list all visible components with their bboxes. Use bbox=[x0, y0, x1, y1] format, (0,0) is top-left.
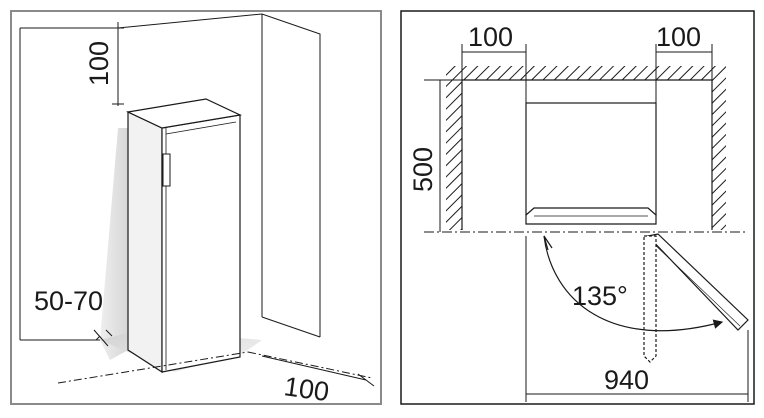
right-clearance-label: 100 bbox=[656, 22, 701, 52]
back-gap-label: 50-70 bbox=[34, 286, 103, 316]
room-corner bbox=[19, 13, 321, 341]
floor-lines bbox=[57, 351, 373, 384]
side-clearance-label: 100 bbox=[282, 371, 331, 407]
door-angle-arc bbox=[543, 235, 724, 332]
depth-dimension bbox=[424, 79, 462, 232]
total-width-label: 940 bbox=[604, 365, 649, 395]
door-angle-arrowhead bbox=[543, 235, 553, 251]
right-panel: 100 100 500 135° bbox=[400, 10, 755, 405]
top-clearance-dimension bbox=[112, 22, 124, 106]
left-panel: 100 50-70 100 bbox=[10, 10, 382, 407]
freezer-top-view bbox=[525, 102, 657, 225]
depth-label: 500 bbox=[408, 147, 438, 192]
wall-shadow bbox=[100, 128, 128, 360]
back-gap-dimension bbox=[93, 329, 113, 347]
left-clearance-label: 100 bbox=[468, 22, 513, 52]
side-clearance-dimension bbox=[261, 355, 375, 387]
total-width-dimension bbox=[525, 236, 749, 402]
freezer-3d bbox=[126, 98, 242, 374]
top-clearance-label: 100 bbox=[84, 41, 114, 86]
clearance-dimensions bbox=[461, 44, 713, 103]
door-angle-label: 135° bbox=[572, 281, 628, 311]
wall-outline bbox=[461, 79, 713, 230]
